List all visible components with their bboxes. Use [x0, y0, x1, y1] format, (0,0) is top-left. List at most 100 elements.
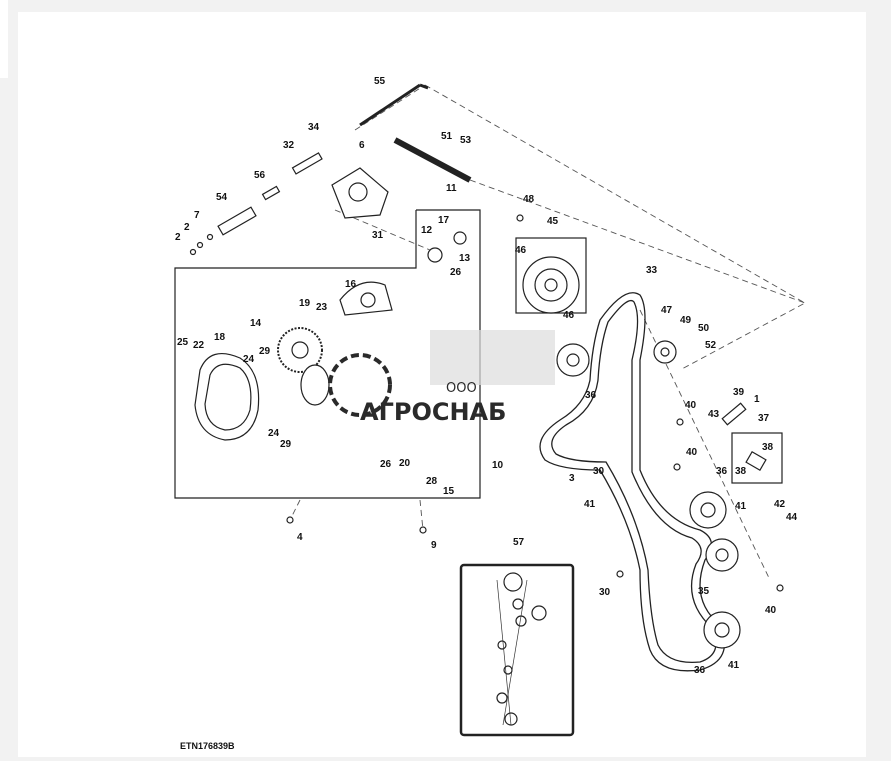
callout-label: 40	[685, 400, 697, 411]
callout-label: 55	[374, 76, 386, 87]
callout-label: 19	[299, 298, 311, 309]
callout-label: 53	[460, 135, 472, 146]
shaft-51	[393, 137, 472, 183]
washer-2	[196, 241, 204, 249]
rod-55-end	[419, 83, 429, 90]
gear-17	[453, 231, 467, 245]
rod-55	[359, 83, 421, 127]
callout-label: 51	[441, 131, 453, 142]
callout-label: 37	[758, 413, 770, 424]
bolt-40	[673, 463, 681, 471]
callout-label: 35	[698, 586, 710, 597]
callout-label: 12	[421, 225, 433, 236]
callout-label: 6	[359, 140, 365, 151]
dashed-guide-outline	[424, 84, 806, 371]
bolt-9	[419, 526, 427, 534]
callout-label: 14	[250, 318, 262, 329]
kit-leader	[496, 579, 512, 726]
callout-label: 3	[569, 473, 575, 484]
callout-label: 33	[646, 265, 658, 276]
pulley-35-hub	[715, 548, 729, 562]
callout-label: 46	[515, 245, 527, 256]
watermark-truck-icon	[430, 330, 555, 385]
callout-label: 29	[259, 346, 271, 357]
callout-label: 24	[268, 428, 280, 439]
watermark-company-prefix: ООО	[446, 381, 477, 396]
callout-label: 31	[372, 230, 384, 241]
callout-label: 30	[593, 466, 605, 477]
callout-label: 11	[446, 183, 457, 194]
cover-31-hole	[348, 182, 368, 202]
bracket-37-frame	[731, 432, 783, 484]
gear-14-hub	[291, 341, 309, 359]
callout-label: 23	[316, 302, 328, 313]
callout-label: 20	[399, 458, 411, 469]
callout-label: 36	[716, 466, 728, 477]
kit-box-57	[459, 563, 575, 737]
callout-label: 28	[426, 476, 438, 487]
callout-label: 25	[177, 337, 189, 348]
callout-label: 36	[694, 665, 706, 676]
callout-label: 4	[297, 532, 303, 543]
callout-label: 2	[175, 232, 181, 243]
figure-code: ETN176839B	[180, 741, 235, 751]
callout-label: 41	[728, 660, 740, 671]
callout-label: 46	[563, 310, 575, 321]
callout-label: 1	[754, 394, 760, 405]
callout-label: 32	[283, 140, 295, 151]
pulley-45-hub	[544, 278, 558, 292]
callout-label: 40	[765, 605, 777, 616]
dashed-guide	[469, 179, 806, 304]
bracket-37-part	[745, 450, 767, 472]
callout-label: 41	[584, 499, 596, 510]
callout-label: 48	[523, 194, 535, 205]
callout-label: 7	[194, 210, 200, 221]
tensioner-49-hub	[660, 347, 670, 357]
pulley-gearbox	[300, 364, 330, 406]
callout-label: 36	[585, 390, 597, 401]
pulley-36-middle-hub	[700, 502, 716, 518]
dashed-guide	[354, 84, 426, 131]
callout-label: 47	[661, 305, 673, 316]
housing-16-bearing	[360, 292, 376, 308]
spring-54	[217, 206, 257, 236]
bolt-40	[776, 584, 784, 592]
callout-label: 57	[513, 537, 525, 548]
belt-33	[539, 292, 726, 672]
dashed-guide	[289, 499, 301, 521]
callout-label: 17	[438, 215, 450, 226]
pin-56	[261, 185, 281, 201]
callout-label: 42	[774, 499, 786, 510]
kit-ring	[531, 605, 547, 621]
callout-label: 26	[380, 459, 392, 470]
gear-12	[427, 247, 443, 263]
callout-label: 29	[280, 439, 292, 450]
bracket-39	[721, 402, 747, 426]
callout-label: 30	[599, 587, 611, 598]
callout-label: 52	[705, 340, 717, 351]
callout-label: 54	[216, 192, 228, 203]
watermark-gear-icon	[328, 353, 392, 417]
callout-label: 10	[492, 460, 504, 471]
callout-label: 13	[459, 253, 471, 264]
bracket-32	[291, 152, 323, 175]
callout-label: 38	[762, 442, 774, 453]
callout-label: 56	[254, 170, 266, 181]
callout-label: 41	[735, 501, 747, 512]
kit-ring	[497, 640, 507, 650]
bolt-30	[616, 570, 624, 578]
bolt-4	[286, 516, 294, 524]
callout-label: 16	[345, 279, 357, 290]
callout-label: 45	[547, 216, 559, 227]
washer-2	[189, 248, 197, 256]
callout-label: 26	[450, 267, 462, 278]
bolt-48	[516, 214, 524, 222]
callout-label: 43	[708, 409, 720, 420]
callout-label: 38	[735, 466, 747, 477]
kit-leader	[502, 579, 528, 726]
dashed-guide	[334, 209, 431, 251]
kit-ring	[503, 572, 523, 592]
kit-ring	[496, 692, 508, 704]
callout-label: 39	[733, 387, 745, 398]
